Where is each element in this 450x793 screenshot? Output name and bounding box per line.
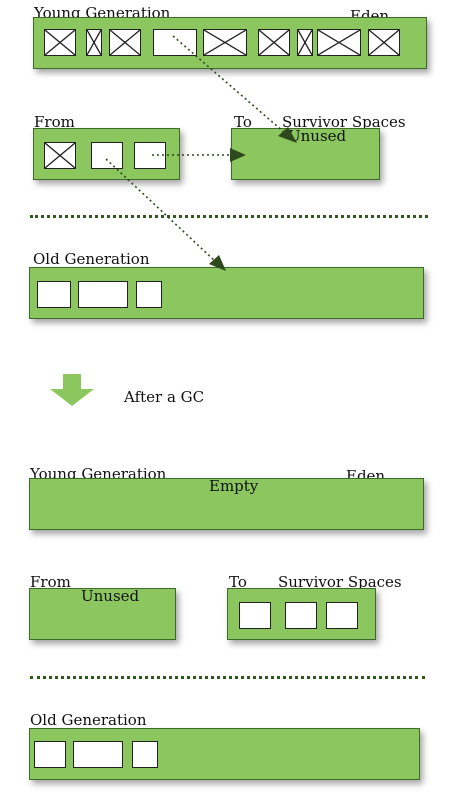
live-object bbox=[73, 741, 123, 768]
separator bbox=[30, 215, 428, 218]
separator bbox=[30, 676, 425, 679]
live-object bbox=[326, 602, 358, 629]
live-object bbox=[136, 281, 162, 308]
arrowhead-icon bbox=[278, 127, 297, 143]
from-space-status: Unused bbox=[81, 587, 140, 605]
old-generation-label: Old Generation bbox=[30, 711, 147, 729]
dead-object bbox=[258, 29, 290, 56]
to-space-status: Unused bbox=[288, 127, 347, 145]
old-generation-space bbox=[29, 267, 424, 319]
eden-space bbox=[33, 17, 427, 69]
to-space bbox=[227, 588, 376, 640]
from-label: From bbox=[30, 573, 71, 591]
live-object bbox=[37, 281, 71, 308]
from-space bbox=[33, 128, 180, 180]
survivor-spaces-label: Survivor Spaces bbox=[282, 113, 406, 131]
dead-object bbox=[317, 29, 361, 56]
from-to-old-arrow bbox=[105, 158, 217, 263]
to-label: To bbox=[234, 113, 252, 131]
dead-object bbox=[297, 29, 313, 56]
eden-to-survivor-arrow bbox=[172, 35, 286, 134]
to-space bbox=[231, 128, 380, 180]
dead-object bbox=[368, 29, 400, 56]
to-label: To bbox=[229, 573, 247, 591]
live-object bbox=[91, 142, 123, 169]
dead-object bbox=[203, 29, 247, 56]
live-object bbox=[78, 281, 128, 308]
eden-space bbox=[29, 478, 424, 530]
live-object bbox=[134, 142, 166, 169]
down-arrow-icon bbox=[50, 374, 94, 406]
dead-object bbox=[86, 29, 102, 56]
live-object bbox=[153, 29, 197, 56]
live-object bbox=[132, 741, 158, 768]
live-object bbox=[239, 602, 271, 629]
old-generation-space bbox=[29, 728, 420, 780]
eden-status: Empty bbox=[209, 477, 259, 495]
after-gc-label: After a GC bbox=[124, 388, 205, 406]
old-generation-label: Old Generation bbox=[33, 250, 150, 268]
live-object bbox=[285, 602, 317, 629]
arrowhead-icon bbox=[209, 255, 226, 271]
from-space bbox=[29, 588, 176, 640]
live-object bbox=[34, 741, 66, 768]
dead-object bbox=[109, 29, 141, 56]
survivor-spaces-label: Survivor Spaces bbox=[278, 573, 402, 591]
dead-object bbox=[44, 142, 76, 169]
arrowhead-icon bbox=[230, 148, 246, 162]
dead-object bbox=[44, 29, 76, 56]
from-label: From bbox=[34, 113, 75, 131]
